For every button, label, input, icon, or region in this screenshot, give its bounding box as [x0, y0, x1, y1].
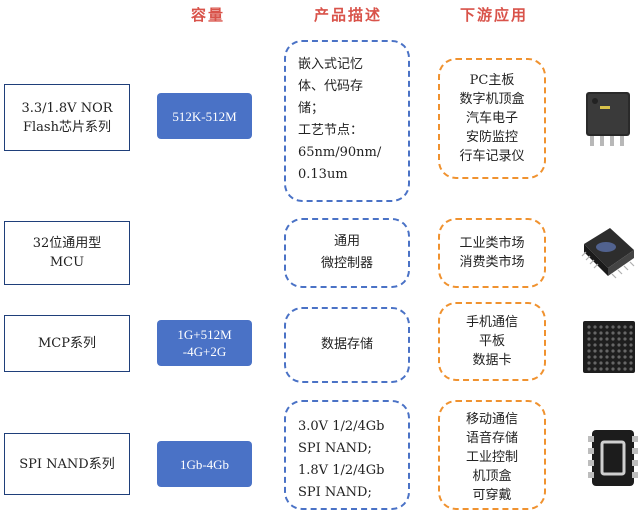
wson-chip-icon — [588, 430, 638, 486]
capacity-nor-flash: 512K-512M — [157, 93, 252, 139]
description-mcp: 数据存储 — [284, 307, 410, 383]
header-description: 产品描述 — [313, 6, 382, 24]
bga-chip-icon — [583, 321, 635, 373]
product-mcp: MCP系列 — [4, 315, 130, 372]
product-spi-nand: SPI NAND系列 — [4, 433, 130, 495]
applications-nor-flash: PC主板 数字机顶盒 汽车电子 安防监控 行车记录仪 — [438, 58, 546, 179]
description-nor-flash-text: 嵌入式记忆 体、代码存 储； 工艺节点： 65nm/90nm/ 0.13um — [298, 57, 382, 182]
applications-mcu: 工业类市场 消费类市场 — [438, 218, 546, 288]
description-mcp-text: 数据存储 — [320, 337, 373, 352]
description-spi-nand-text: 3.0V 1/2/4Gb SPI NAND; 1.8V 1/2/4Gb SPI … — [298, 419, 385, 500]
header-capacity: 容量 — [190, 6, 225, 24]
applications-spi-nand: 移动通信 语音存储 工业控制 机顶盒 可穿戴 — [438, 400, 546, 510]
qfp-mcu-chip-icon — [581, 228, 635, 279]
description-mcu-text: 通用 微控制器 — [320, 234, 373, 271]
capacity-mcp: 1G+512M -4G+2G — [157, 320, 252, 366]
product-nor-flash: 3.3/1.8V NOR Flash芯片系列 — [4, 84, 130, 151]
capacity-spi-nand: 1Gb-4Gb — [157, 441, 252, 487]
description-nor-flash: 嵌入式记忆 体、代码存 储； 工艺节点： 65nm/90nm/ 0.13um — [284, 40, 410, 202]
description-spi-nand: 3.0V 1/2/4Gb SPI NAND; 1.8V 1/2/4Gb SPI … — [284, 400, 410, 510]
product-mcu: 32位通用型 MCU — [4, 221, 130, 285]
soic-8-chip-icon — [586, 92, 630, 146]
header-downstream: 下游应用 — [459, 6, 528, 24]
applications-mcp: 手机通信 平板 数据卡 — [438, 302, 546, 381]
description-mcu: 通用 微控制器 — [284, 218, 410, 288]
